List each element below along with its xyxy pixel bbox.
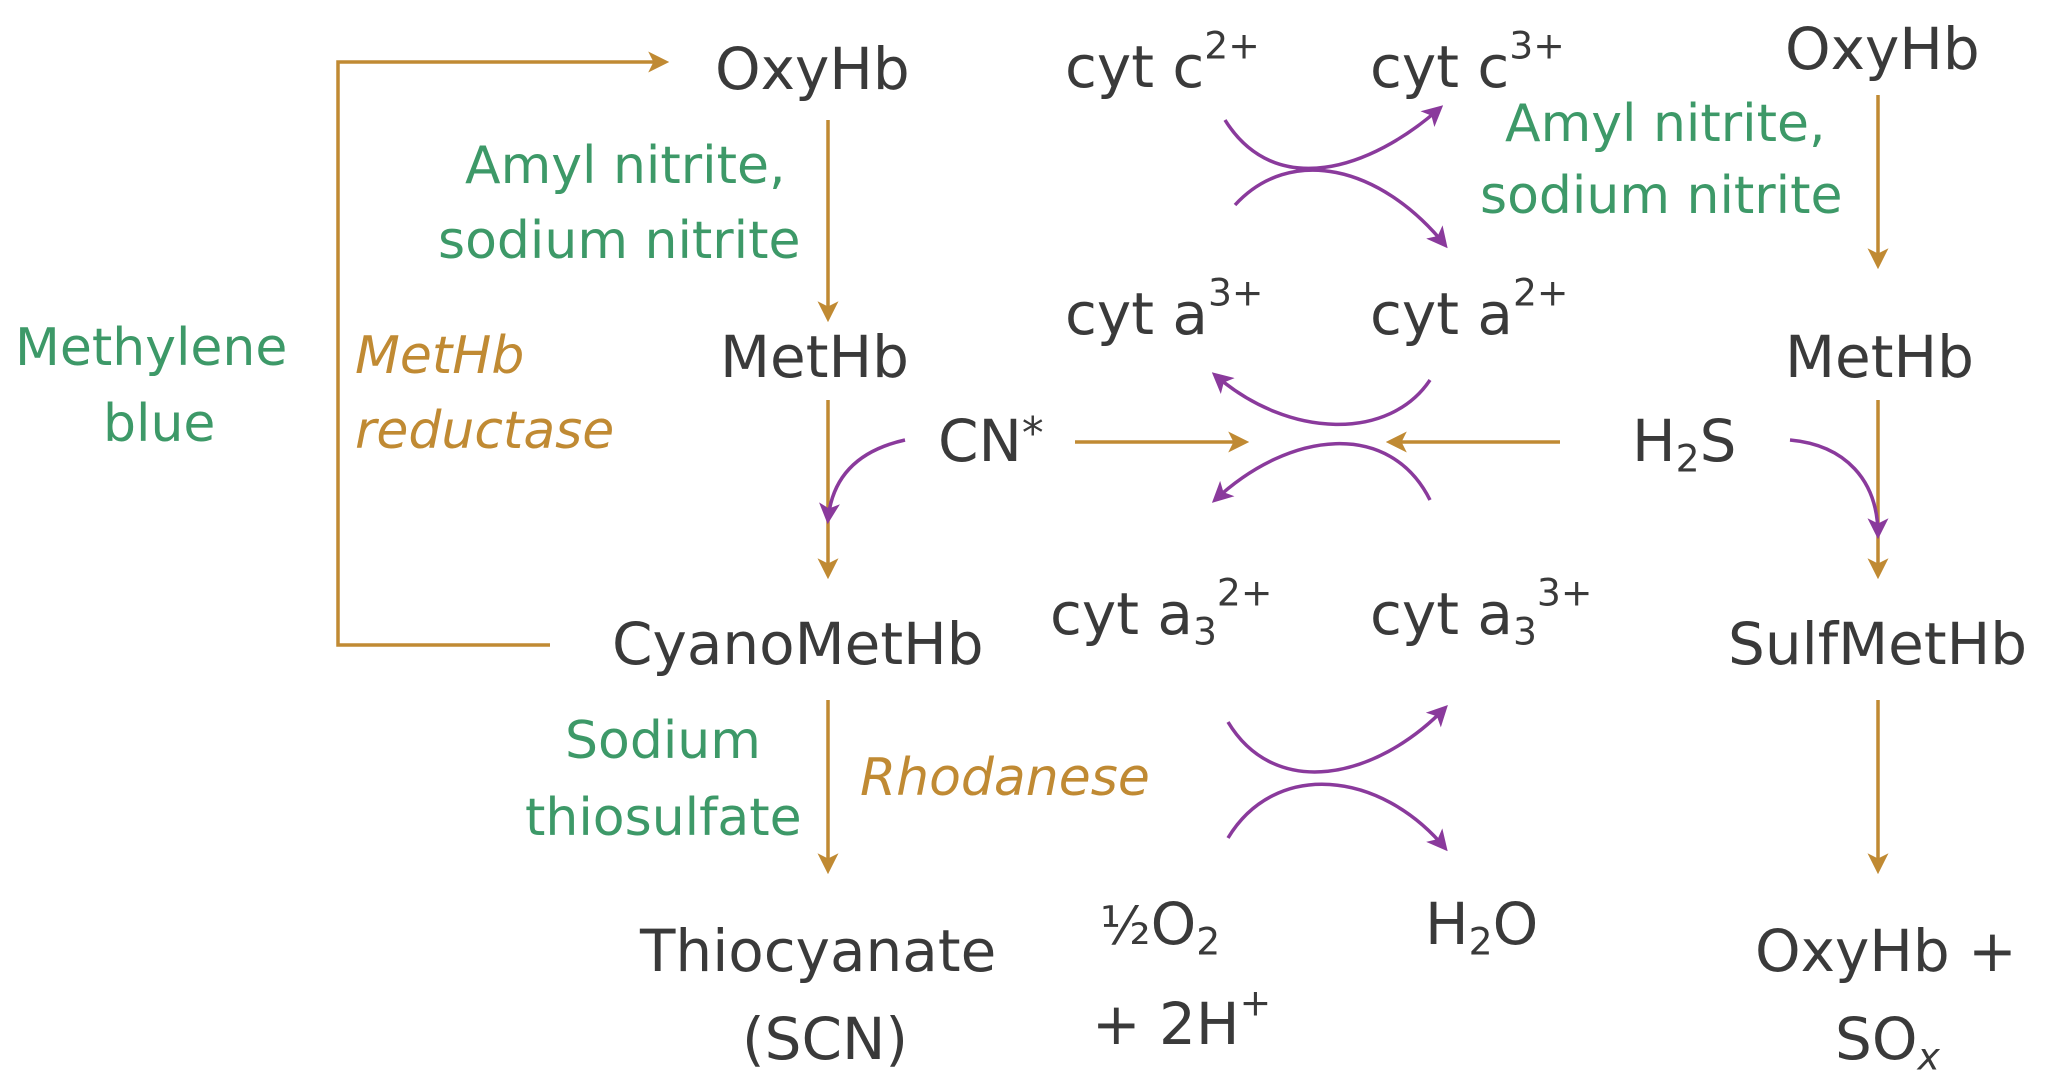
right-oxyhb-label: OxyHb: [1785, 15, 1980, 83]
cyt-a-reduction-arrow: [1233, 168, 1448, 249]
thiocyanate-label-1: Thiocyanate: [640, 917, 997, 985]
cyt-a3-reduction-arrow: [1211, 442, 1432, 503]
product-label-1: OxyHb +: [1755, 917, 2017, 985]
h2s-to-sulfmethb-arrow: [1789, 438, 1889, 540]
right-methb-label: MetHb: [1785, 323, 1974, 391]
left-nitrite-label-1: Amyl nitrite,: [465, 136, 786, 196]
methylene-blue-label-1: Methylene: [15, 318, 288, 378]
cyt-a2plus-label: cyt a2+: [1370, 270, 1569, 348]
cyt-c-oxidation-arrow: [1223, 105, 1444, 171]
right-nitrite-label-1: Amyl nitrite,: [1505, 94, 1826, 154]
cyt-a3-oxidation-arrow: [1226, 704, 1448, 774]
left-oxyhb-label: OxyHb: [715, 35, 910, 103]
methylene-blue-label-2: blue: [103, 394, 216, 454]
methb-reductase-label-1: MetHb: [355, 326, 525, 386]
cyt-c3-label: cyt c3+: [1370, 23, 1565, 101]
cyt-a3plus-label: cyt a3+: [1065, 270, 1264, 348]
cyt-a3-2plus-label: cyt a32+: [1050, 570, 1273, 654]
thiosulfate-label-1: Sodium: [565, 711, 761, 771]
rhodanese-label: Rhodanese: [860, 748, 1150, 808]
left-nitrite-label-2: sodium nitrite: [438, 211, 801, 271]
thiosulfate-label-2: thiosulfate: [525, 788, 802, 848]
half-oxygen-label: ½O2: [1100, 890, 1221, 964]
protons-label: + 2H+: [1092, 980, 1272, 1058]
left-methb-label: MetHb: [720, 323, 909, 391]
methylene-blue-loop-arrow: [336, 51, 670, 647]
sulfmethb-label: SulfMetHb: [1728, 610, 2028, 678]
methb-reductase-label-2: reductase: [355, 401, 615, 461]
cyt-c2-label: cyt c2+: [1065, 23, 1260, 101]
water-label: H2O: [1425, 890, 1539, 964]
cyt-a3-3plus-label: cyt a33+: [1370, 570, 1593, 654]
right-nitrite-label-2: sodium nitrite: [1480, 166, 1843, 226]
product-label-2: SOx: [1835, 1005, 1940, 1079]
h2s-label: H2S: [1632, 407, 1737, 481]
thiocyanate-label-2: (SCN): [742, 1005, 908, 1073]
cyanomethb-label: CyanoMetHb: [612, 610, 984, 678]
oxygen-to-water-arrow: [1226, 782, 1448, 852]
cn-label: CN*: [938, 407, 1044, 475]
cn-to-cyanomethb-arrow: [819, 438, 906, 525]
cyt-a-oxidation-arrow: [1211, 372, 1432, 427]
